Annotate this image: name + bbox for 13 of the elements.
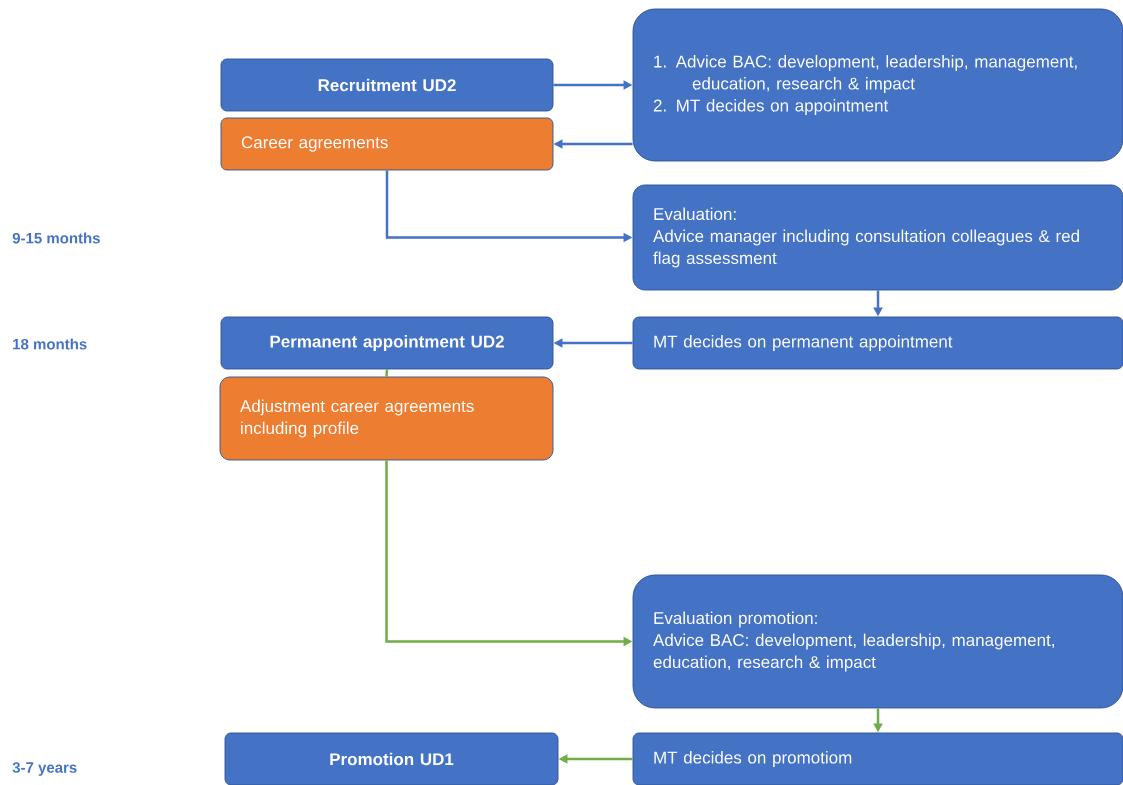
process-box: MT decides on permanent appointment (632, 316, 1123, 370)
process-box: Evaluation: Advice manager including consultation colleagues & red flag assessment (632, 184, 1123, 291)
process-box: MT decides on promotiom (632, 732, 1123, 785)
note-box: Career agreements (220, 117, 554, 171)
process-box: Recruitment UD2 (220, 58, 554, 112)
process-box: Evaluation promotion: Advice BAC: development, leadership, management, education, research & impact (632, 574, 1123, 709)
period-label: 18 months (13, 338, 87, 350)
process-box: Promotion UD1 (224, 732, 559, 785)
process-box: 1. Advice BAC: development, leadership, management, education, research & impact 2. MT decides on appointment (632, 8, 1123, 162)
note-box: Adjustment career agreements including profile (219, 376, 554, 461)
period-label: 3-7 years (12, 762, 77, 776)
process-box: Permanent appointment UD2 (220, 316, 554, 370)
period-label: 9-15 months (12, 232, 100, 244)
